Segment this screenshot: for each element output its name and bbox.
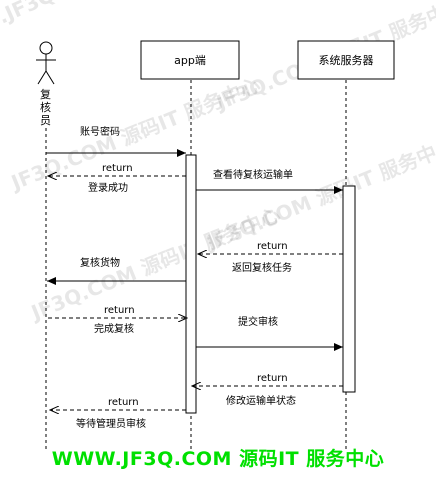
watermark-line: JF3Q.COM 源码IT 服务中心 (201, 133, 436, 256)
actor-name-char: 核 (40, 100, 51, 114)
message-label: return (257, 373, 288, 384)
participant-server-label: 系统服务器 (319, 54, 374, 67)
message-view-orders: 查看待复核运输单 (196, 168, 343, 194)
message-label: 提交审核 (238, 315, 278, 328)
message-label: return (102, 163, 133, 174)
message-tasks-return: return 返回复核任务 (198, 241, 343, 274)
actor-name-char: 员 (40, 114, 51, 127)
message-review-done: return 完成复核 (48, 305, 187, 335)
message-login: 账号密码 (46, 125, 186, 157)
message-label: 账号密码 (80, 125, 120, 138)
message-login-return: return 登录成功 (48, 163, 186, 194)
message-label: return (257, 241, 288, 252)
message-submit-review: 提交审核 (196, 315, 343, 351)
server-activation-bar (342, 185, 356, 393)
participant-app-label: app端 (174, 54, 206, 67)
participant-app: app端 (140, 40, 240, 80)
message-label: 查看待复核运输单 (213, 168, 293, 181)
participant-server: 系统服务器 (297, 40, 395, 80)
stick-figure-icon (36, 41, 56, 85)
message-review-goods: 复核货物 (47, 256, 186, 285)
message-label: return (104, 305, 135, 316)
message-label: 登录成功 (88, 181, 128, 194)
footer-banner: WWW.JF3Q.COM 源码IT 服务中心 (51, 448, 385, 470)
actor-reviewer: 复 核 员 (36, 41, 56, 127)
message-label: 完成复核 (94, 322, 134, 335)
message-final-return: return 等待管理员审核 (50, 397, 186, 430)
message-status-return: return 修改运输单状态 (192, 373, 343, 407)
app-activation-bar (185, 154, 197, 414)
actor-name-char: 复 (40, 87, 51, 101)
watermark-corner: .JF3Q (0, 0, 59, 29)
message-label: 复核货物 (80, 256, 120, 269)
message-label: 等待管理员审核 (76, 417, 146, 430)
message-label: 修改运输单状态 (226, 394, 296, 407)
message-label: return (108, 397, 139, 408)
message-label: 返回复核任务 (232, 261, 292, 274)
